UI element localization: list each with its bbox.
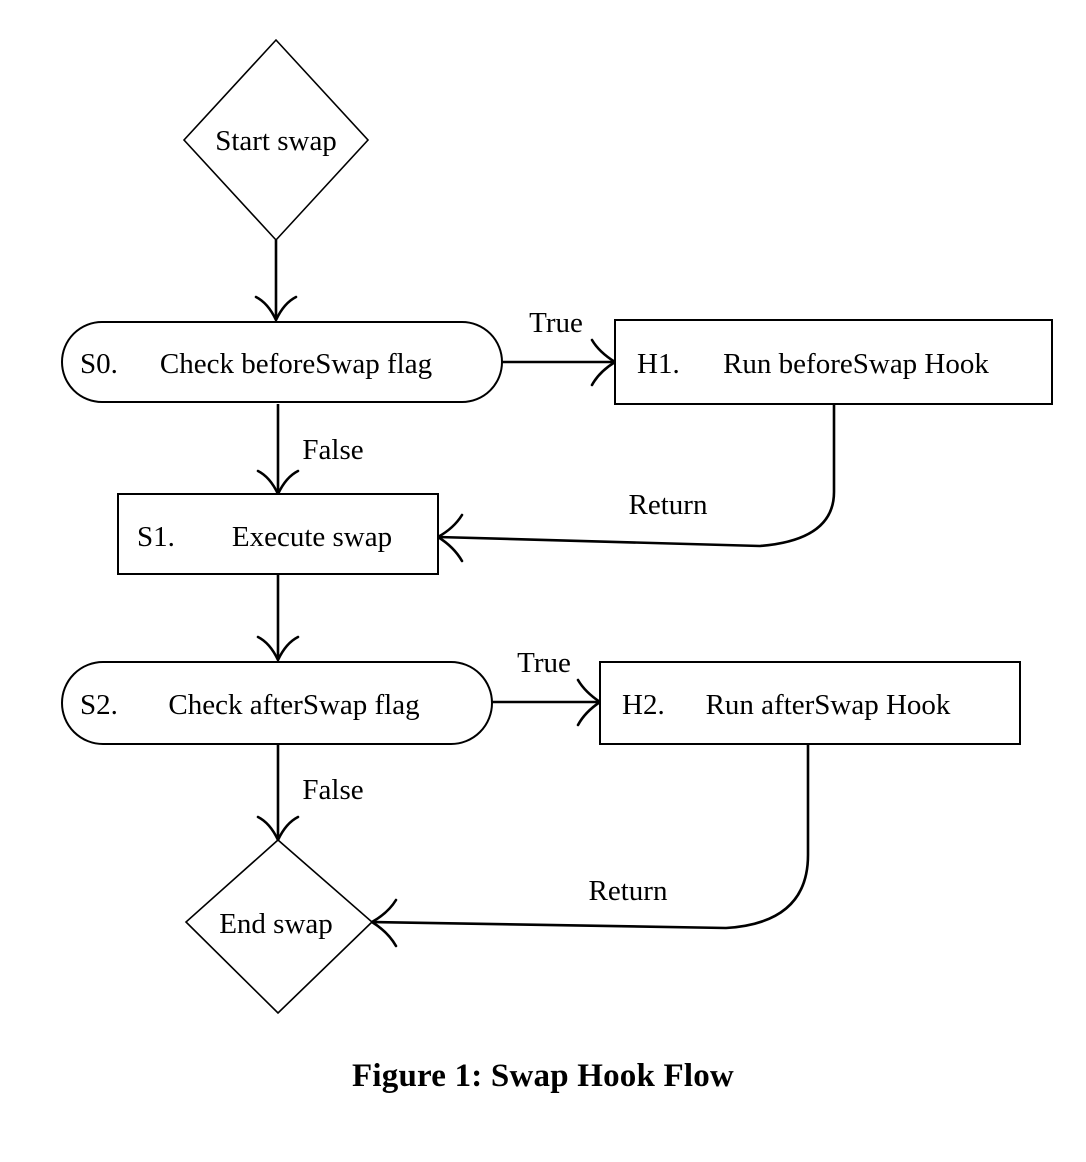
- edge-s2-to-end: False: [256, 744, 364, 844]
- edge-s1-to-s2: [256, 574, 300, 664]
- node-s1-execute-swap[interactable]: S1. Execute swap: [117, 493, 439, 575]
- edge-s0-to-s1: False: [256, 404, 364, 498]
- edge-label-h2-end: Return: [589, 875, 668, 907]
- edge-h2-to-end: Return: [369, 744, 810, 948]
- edge-s2-to-h2: True: [492, 647, 603, 727]
- h1-rect[interactable]: [614, 319, 1053, 405]
- h1-id-label: H1.: [637, 348, 680, 380]
- start-swap-diamond[interactable]: [182, 38, 370, 242]
- s0-id-label: S0.: [80, 348, 118, 380]
- s2-id-label: S2.: [80, 689, 118, 721]
- edge-h2-end-line: [371, 744, 810, 930]
- s2-stadium[interactable]: [61, 661, 493, 745]
- edge-start-to-s0: [254, 240, 298, 324]
- end-swap-diamond[interactable]: [184, 838, 374, 1015]
- s1-id-label: S1.: [137, 521, 175, 553]
- h1-label: Run beforeSwap Hook: [723, 348, 989, 380]
- end-swap-label: End swap: [219, 908, 333, 940]
- edge-label-s2-h2: True: [517, 647, 571, 679]
- h2-id-label: H2.: [622, 689, 665, 721]
- s1-rect[interactable]: [117, 493, 439, 575]
- edge-label-s0-h1: True: [529, 307, 583, 339]
- edge-label-h1-s1: Return: [629, 489, 708, 521]
- s1-label: Execute swap: [232, 521, 392, 553]
- edge-h1-to-s1: Return: [435, 404, 836, 563]
- s0-stadium[interactable]: [61, 321, 503, 403]
- edge-s1-s2-arrowhead: [256, 635, 300, 664]
- node-s0-check-beforeswap-flag[interactable]: S0. Check beforeSwap flag: [61, 321, 503, 403]
- node-h1-run-beforeswap-hook[interactable]: H1. Run beforeSwap Hook: [614, 319, 1053, 405]
- start-swap-label: Start swap: [215, 125, 337, 157]
- edge-label-s2-end: False: [302, 774, 363, 806]
- node-s2-check-afterswap-flag[interactable]: S2. Check afterSwap flag: [61, 661, 493, 745]
- node-start-swap[interactable]: Start swap: [182, 38, 370, 242]
- edge-label-s0-s1: False: [302, 434, 363, 466]
- figure-caption: Figure 1: Swap Hook Flow: [352, 1058, 734, 1094]
- h2-label: Run afterSwap Hook: [706, 689, 951, 721]
- edge-start-s0-arrowhead: [254, 295, 298, 324]
- node-end-swap[interactable]: End swap: [184, 838, 374, 1015]
- node-h2-run-afterswap-hook[interactable]: H2. Run afterSwap Hook: [599, 661, 1021, 745]
- edge-h1-s1-line: [437, 404, 836, 548]
- h2-rect[interactable]: [599, 661, 1021, 745]
- s2-label: Check afterSwap flag: [168, 689, 419, 721]
- edge-s0-to-h1: True: [502, 307, 618, 387]
- s0-label: Check beforeSwap flag: [160, 348, 432, 380]
